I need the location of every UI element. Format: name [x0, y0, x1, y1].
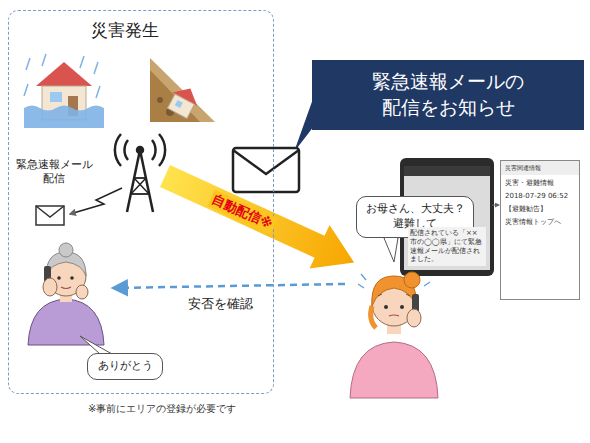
antenna-tower-part — [140, 150, 153, 212]
antenna-tower-part — [124, 140, 128, 160]
elderly-woman-part — [76, 285, 88, 299]
landslide-icon-part — [157, 97, 163, 103]
signal-zigzag — [70, 188, 122, 214]
landslide-icon-part — [150, 58, 215, 122]
antenna-tower-part — [137, 147, 143, 153]
auto-delivery-arrow-part — [155, 154, 364, 284]
mail-envelope — [233, 148, 299, 192]
callout-pointer-part — [294, 96, 314, 152]
antenna-tower-part — [131, 193, 149, 195]
elderly-woman — [28, 243, 104, 345]
antenna-tower-part — [159, 134, 165, 166]
node-text: 2018-07-29 06:52 — [505, 192, 575, 201]
antenna-tower — [115, 134, 165, 212]
node-text: 災害・避難情報 — [505, 179, 575, 188]
antenna-tower-part — [134, 177, 146, 179]
elderly-woman-part — [57, 276, 61, 280]
elderly-woman-part — [43, 278, 57, 296]
elderly-woman-part — [59, 243, 73, 257]
flood-house-icon-part — [50, 92, 62, 102]
young-woman-part — [358, 274, 430, 288]
antenna-tower-part — [152, 140, 156, 160]
screen-link-arrow — [492, 205, 499, 206]
antenna-tower-part — [115, 134, 121, 166]
young-woman-part — [407, 309, 421, 327]
elderly-woman-part — [28, 299, 104, 345]
small-envelope-part — [36, 206, 64, 217]
safety-check-arrow — [114, 284, 345, 288]
young-woman-part — [378, 294, 410, 296]
flood-house-icon-part-part — [42, 54, 46, 66]
phone-screen-page: 災害関連情報災害・避難情報 2018-07-29 06:52 【避難勧告】災害情報ト… — [500, 160, 580, 300]
bubble-tail-part — [80, 336, 112, 354]
young-woman-part — [400, 305, 404, 309]
young-woman-part — [350, 342, 438, 398]
node-text: 【避難勧告】 — [505, 205, 575, 214]
phone-screen-part — [404, 166, 490, 176]
antenna-tower-part — [134, 178, 149, 194]
antenna-tower-part — [127, 150, 140, 212]
node-text: 災害関連情報 — [501, 161, 579, 175]
landslide-icon — [150, 58, 215, 122]
signal-label: 緊急速報メール 配信 — [10, 158, 98, 187]
flood-house-icon-part-part — [80, 56, 84, 68]
bubble-tail-part — [384, 238, 398, 262]
node-text: 災害情報トップへ — [505, 218, 575, 227]
flood-house-icon — [24, 54, 104, 128]
young-woman-part-part — [424, 282, 430, 286]
small-envelope-part — [36, 206, 64, 225]
flood-house-icon-part-part — [24, 84, 28, 96]
speech-bubble: ありがとう — [87, 353, 163, 380]
mail-envelope-part — [233, 150, 299, 174]
node-text: 配信されている「××市の◯◯県」にて緊急速報メールが配信されました。 — [408, 227, 486, 266]
antenna-tower-part — [131, 178, 146, 194]
flood-house-icon-part — [24, 106, 104, 129]
mail-envelope-part — [233, 148, 299, 192]
flood-house-icon-part — [36, 62, 92, 86]
arrow-label: 安否を確認 — [186, 295, 255, 313]
young-woman-part — [404, 272, 420, 288]
young-woman-part-part — [361, 274, 366, 280]
screen-link-arrow-part — [492, 205, 499, 206]
auto-delivery-arrow — [155, 154, 364, 284]
elderly-woman-part — [70, 276, 74, 280]
young-woman-part — [371, 306, 376, 328]
landslide-icon-part-part — [168, 94, 195, 118]
node-text: 緊急速報メールの 配信をお知らせ — [322, 69, 574, 120]
safety-check-arrow-part — [114, 284, 345, 288]
flood-house-icon-part-part — [94, 62, 98, 74]
notice-callout: 緊急速報メールの 配信をお知らせ — [312, 60, 584, 130]
small-envelope — [36, 206, 64, 225]
elderly-woman-part — [61, 287, 71, 289]
landslide-icon-part — [165, 82, 203, 120]
signal-zigzag-part — [70, 188, 122, 214]
footnote: ※事前にエリアの登録が必要です — [88, 402, 236, 416]
node-text: ありがとう — [94, 359, 156, 374]
young-woman-part — [384, 305, 388, 309]
callout-pointer — [294, 96, 314, 152]
region-title: 災害発生 — [91, 19, 211, 42]
bubble-tail — [80, 238, 398, 355]
landslide-icon-part-part — [175, 100, 183, 108]
phone-screen-text: 配信されている「××市の◯◯県」にて緊急速報メールが配信されました。 — [404, 176, 490, 270]
young-woman — [350, 272, 438, 398]
flood-house-icon-part-part — [26, 58, 30, 70]
young-woman-part-part — [358, 284, 364, 288]
flood-house-icon-part-part — [96, 86, 100, 98]
young-woman-part — [389, 315, 399, 316]
